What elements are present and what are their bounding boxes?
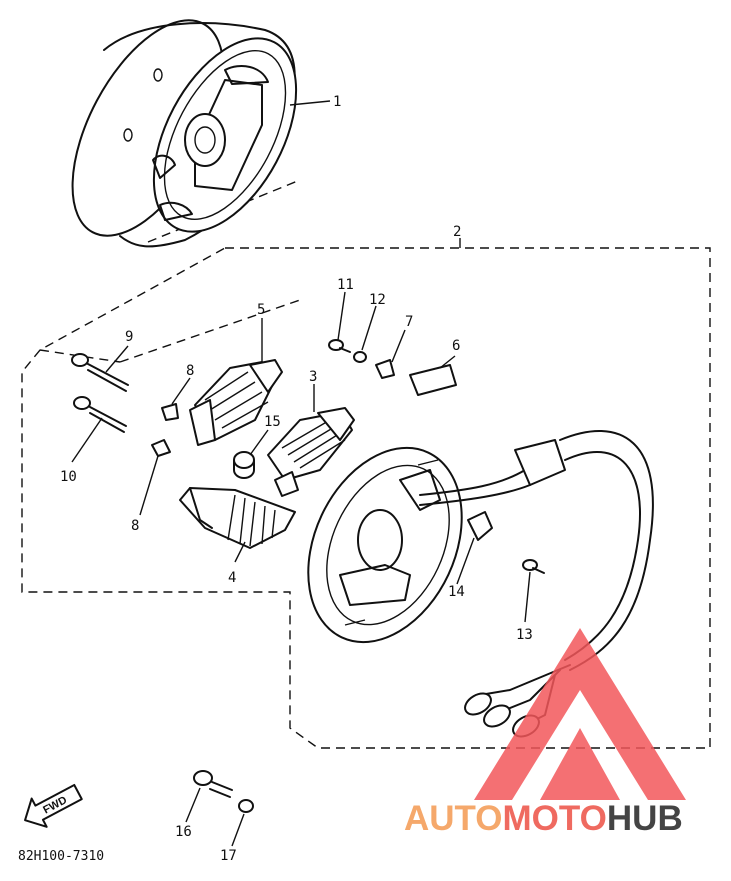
clamp-8-upper — [161, 403, 179, 421]
callout-6: 6 — [452, 338, 460, 354]
callout-5: 5 — [257, 302, 265, 318]
bolt-10 — [73, 396, 127, 433]
watermark-hub: HUB — [607, 799, 683, 838]
callout-8-lower: 8 — [131, 518, 139, 534]
clamp-7 — [375, 359, 395, 379]
callout-17: 17 — [220, 848, 237, 864]
clamp-8-lower — [151, 439, 171, 457]
bolt-16 — [193, 770, 233, 798]
triangle-logo-icon — [474, 628, 686, 800]
washer-17 — [238, 799, 254, 813]
callout-4: 4 — [228, 570, 236, 586]
watermark-text: AUTOMOTOHUB — [404, 799, 683, 838]
callout-3: 3 — [309, 369, 317, 385]
grommet-6 — [409, 364, 457, 396]
pulser-coil-upper — [189, 359, 283, 446]
flywheel-rotor — [71, 19, 298, 248]
callout-2: 2 — [453, 224, 461, 240]
drawing-code: 82H100-7310 — [18, 849, 104, 864]
callout-16: 16 — [175, 824, 192, 840]
collar — [233, 451, 255, 479]
callout-1: 1 — [333, 94, 341, 110]
watermark-moto: MOTO — [503, 799, 607, 838]
stator-plate — [307, 446, 463, 644]
screw-11 — [328, 339, 351, 353]
callout-11: 11 — [337, 277, 354, 293]
screw-13 — [522, 559, 545, 574]
charge-coil — [267, 407, 355, 497]
callout-10: 10 — [60, 469, 77, 485]
callout-15: 15 — [264, 414, 281, 430]
callout-8-upper: 8 — [186, 363, 194, 379]
washer-12 — [353, 351, 367, 363]
callout-14: 14 — [448, 584, 465, 600]
bolt-9 — [71, 353, 129, 392]
watermark-logo — [474, 628, 686, 800]
fwd-arrow: FWD — [24, 783, 83, 828]
clamp-14 — [467, 511, 493, 541]
callout-7: 7 — [405, 314, 413, 330]
watermark-auto: AUTO — [404, 799, 503, 838]
leader-lines — [71, 100, 531, 847]
callout-13: 13 — [516, 627, 533, 643]
callout-12: 12 — [369, 292, 386, 308]
callout-numbers: 1 2 3 4 5 6 7 8 8 9 10 11 12 13 14 15 16… — [60, 94, 533, 864]
source-coil — [179, 487, 296, 549]
callout-9: 9 — [125, 329, 133, 345]
